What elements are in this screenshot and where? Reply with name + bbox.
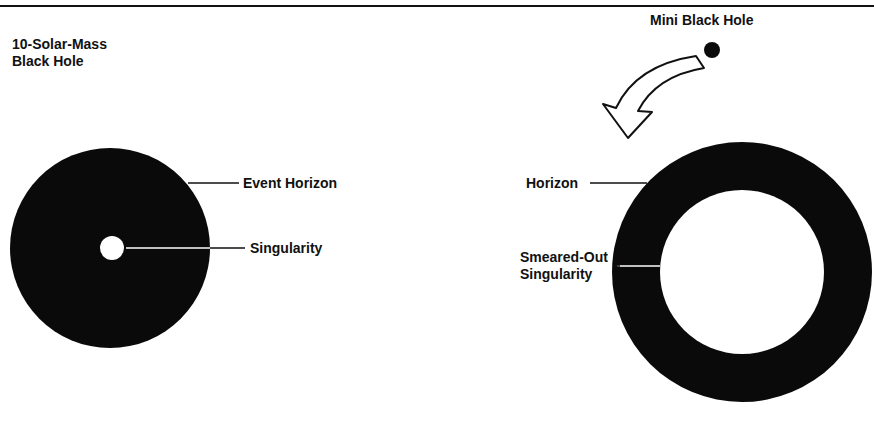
part-label: Event Horizon	[243, 175, 337, 192]
curved-arrow	[603, 56, 704, 138]
leader-line	[617, 265, 660, 267]
smeared-singularity	[660, 190, 824, 354]
horizon-ring	[612, 142, 872, 402]
part-label: Smeared-Out Singularity	[520, 249, 612, 283]
leader-line	[210, 247, 245, 249]
leader-line	[613, 265, 620, 267]
part-label: Horizon	[526, 175, 578, 192]
top-rule	[0, 5, 874, 7]
mini-black-hole-dot	[704, 42, 720, 58]
leader-line	[188, 182, 239, 184]
title-label: 10-Solar-Mass Black Hole	[12, 36, 132, 70]
event-horizon-disc	[10, 148, 210, 348]
leader-line	[126, 247, 210, 249]
part-label: Singularity	[250, 240, 322, 257]
singularity-dot	[100, 236, 124, 260]
title-label: Mini Black Hole	[650, 12, 753, 29]
leader-line	[590, 182, 647, 184]
